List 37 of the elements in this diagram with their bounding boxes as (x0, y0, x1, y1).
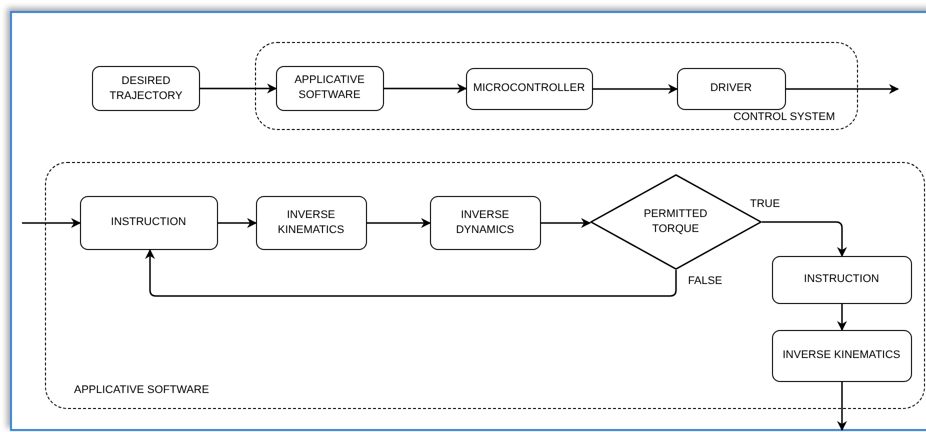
process-box (676, 68, 786, 110)
process-box (80, 196, 218, 250)
arrow (837, 382, 847, 431)
arrow (384, 84, 467, 94)
node-text: INSTRUCTION (110, 215, 186, 230)
dashed-group (255, 42, 858, 130)
node-text: DESIRED TRAJECTORY (108, 74, 184, 104)
node-text: INSTRUCTION (804, 272, 880, 287)
process-box (256, 196, 366, 250)
node-text: INVERSE KINEMATICS (782, 348, 900, 363)
arrow (837, 304, 847, 331)
dashed-group (45, 162, 925, 409)
arrow (593, 84, 678, 94)
node-text: DRIVER (710, 81, 752, 96)
arrow (762, 221, 847, 257)
process-box (466, 68, 592, 110)
group-label: APPLICATIVE SOFTWARE (74, 385, 210, 396)
node-text: INVERSE DYNAMICS (454, 208, 516, 238)
process-box (92, 66, 200, 111)
arrow (145, 249, 677, 297)
node-text: MICROCONTROLLER (473, 81, 585, 96)
edge-label: TRUE (748, 199, 782, 210)
group-label: CONTROL SYSTEM (733, 112, 835, 123)
process-box (430, 196, 540, 250)
process-box (772, 256, 912, 304)
edge-label: FALSE (686, 276, 724, 287)
node-text: APPLICATIVE SOFTWARE (293, 73, 366, 103)
arrow (541, 218, 591, 228)
arrow (218, 218, 257, 228)
arrow (200, 84, 277, 94)
node-text: PERMITTED TORQUE (642, 206, 708, 236)
arrow (22, 218, 81, 228)
node-text: INVERSE KINEMATICS (276, 208, 346, 238)
process-box (276, 66, 384, 110)
process-box (772, 330, 912, 382)
arrow (367, 218, 431, 228)
arrow (786, 84, 899, 94)
